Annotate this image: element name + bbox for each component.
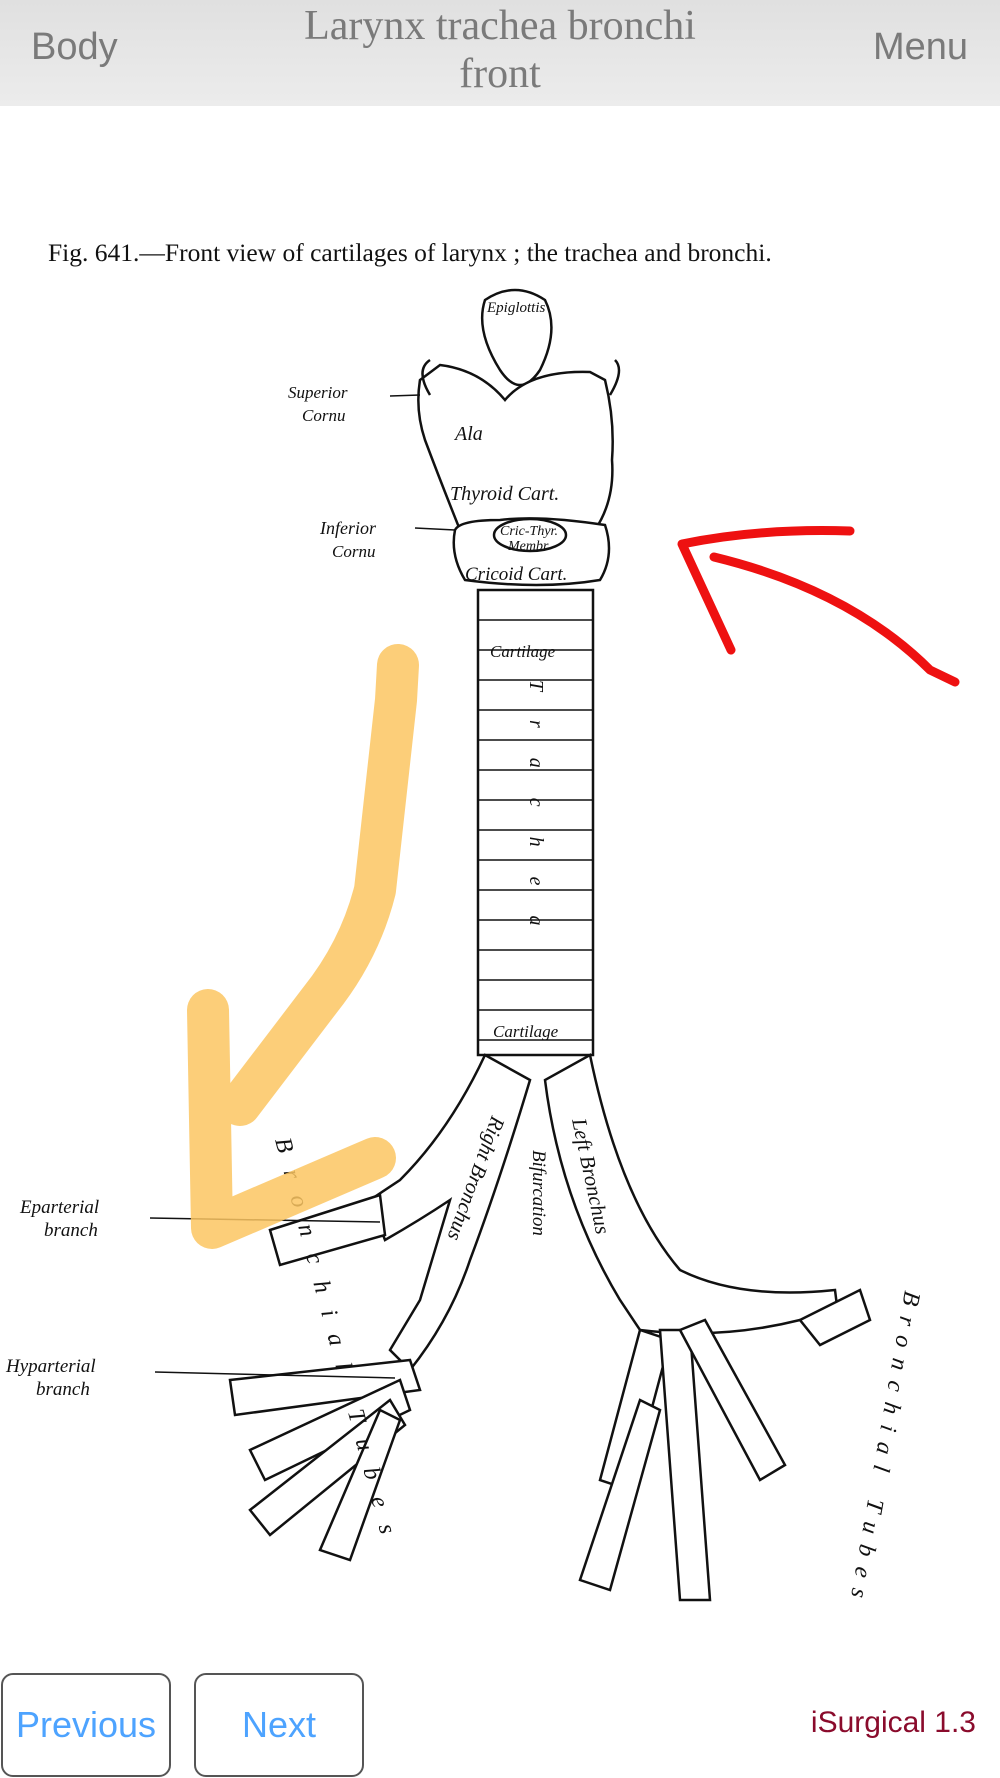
- body-button[interactable]: Body: [31, 26, 118, 68]
- app-brand: iSurgical 1.3: [810, 1706, 976, 1739]
- anatomy-illustration: Epiglottis Superior Cornu Ala Thyroid Ca…: [5, 288, 960, 1611]
- previous-button[interactable]: Previous: [1, 1673, 171, 1777]
- label-superior-cornu-1: Superior: [288, 383, 348, 402]
- title-line-2: front: [459, 51, 541, 97]
- label-eparterial-2: branch: [44, 1220, 98, 1241]
- figure-caption: Fig. 641.—Front view of cartilages of la…: [48, 238, 772, 267]
- next-button[interactable]: Next: [194, 1673, 364, 1777]
- orange-arrow-annotation: [187, 644, 419, 1249]
- label-superior-cornu-2: Cornu: [302, 406, 345, 425]
- label-bronchial-tubes-right: Bronchial Tubes: [843, 1289, 925, 1611]
- label-ala: Ala: [453, 423, 483, 445]
- label-bifurcation: Bifurcation: [528, 1150, 549, 1236]
- trachea-shape: [476, 588, 595, 1057]
- epiglottis-shape: [480, 288, 553, 387]
- menu-button[interactable]: Menu: [872, 26, 968, 68]
- label-inferior-cornu-2: Cornu: [332, 542, 375, 561]
- label-trachea: Trachea: [525, 680, 547, 956]
- thyroid-cartilage-shape: [417, 363, 614, 532]
- label-epiglottis: Epiglottis: [486, 300, 546, 316]
- label-cric-thyr-2: Membr.: [507, 539, 550, 554]
- label-cric-thyr-1: Cric-Thyr.: [500, 524, 558, 539]
- label-cricoid: Cricoid Cart.: [465, 564, 567, 585]
- label-cartilage-bottom: Cartilage: [493, 1022, 559, 1041]
- title-line-1: Larynx trachea bronchi: [304, 3, 696, 49]
- label-eparterial-1: Eparterial: [19, 1197, 99, 1218]
- label-cartilage-top: Cartilage: [490, 642, 556, 661]
- label-hyparterial-2: branch: [36, 1379, 90, 1400]
- red-arrow-annotation: [677, 526, 960, 687]
- top-bar: Body Larynx trachea bronchi front Menu: [0, 0, 1000, 106]
- label-thyroid: Thyroid Cart.: [450, 483, 559, 505]
- label-inferior-cornu-1: Inferior: [319, 518, 377, 538]
- right-bronchus-shape: [368, 1053, 532, 1372]
- label-hyparterial-1: Hyparterial: [5, 1356, 96, 1377]
- page-title: Larynx trachea bronchi front: [240, 2, 760, 98]
